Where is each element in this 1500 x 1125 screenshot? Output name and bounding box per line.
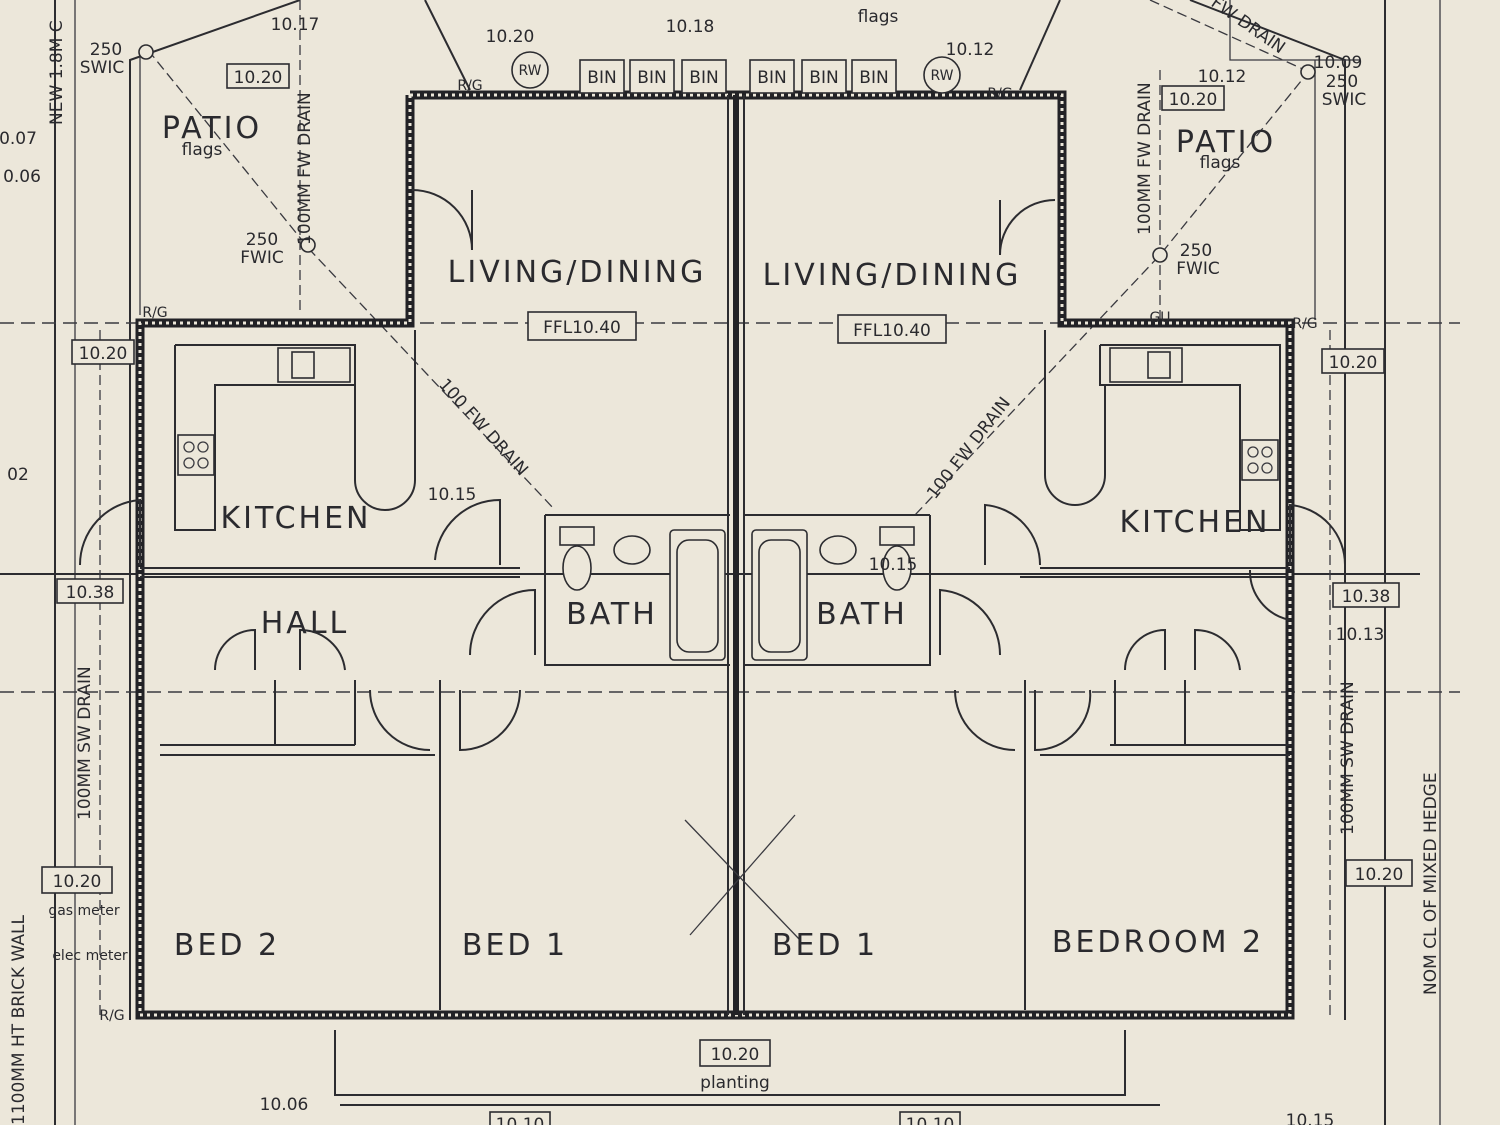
door-swings (78, 189, 1347, 752)
flags-label-top: flags (858, 7, 899, 27)
rainwater-gully-label: R/G (99, 1008, 124, 1024)
boundary-label: 1100MM HT BRICK WALL (9, 915, 29, 1125)
chamber-type: FWIC (240, 248, 283, 268)
bath-fittings (559, 526, 915, 661)
level-box: 10.20 (79, 344, 128, 364)
patio-label-left: PATIO (162, 111, 262, 146)
room-label-living-right: LIVING/DINING (763, 258, 1022, 293)
spot-level: 10.12 (1198, 67, 1247, 87)
drain-label: 100MM FW DRAIN (295, 92, 315, 245)
drain-label: FW DRAIN (1207, 0, 1289, 58)
room-label-hall: HALL (261, 606, 350, 641)
cross-mark (684, 814, 801, 941)
chamber-size: 250 (246, 230, 278, 250)
level-box: 10.38 (1342, 587, 1391, 607)
floor-level-right: FFL10.40 (853, 321, 931, 341)
inspection-chambers (138, 44, 1316, 263)
bin-label: BIN (757, 68, 786, 88)
gully-label: GU (1149, 310, 1170, 326)
drain-label: 100 FW DRAIN (434, 375, 531, 480)
bin-label: BIN (637, 68, 666, 88)
spot-levels: 10.17 10.20 10.18 10.12 10.12 10.09 10.1… (0, 15, 1384, 1125)
chamber-labels: 250 SWIC 250 FWIC 250 FWIC 250 SWIC R/G … (48, 40, 1366, 1024)
spot-level: 10.20 (486, 27, 535, 47)
rainwater-gully-label: R/G (987, 86, 1012, 102)
level-box: 10.20 (711, 1045, 760, 1065)
planting-label: planting (700, 1073, 770, 1093)
rainwater-gully-label: R/G (142, 305, 167, 321)
level-box: 10.20 (1355, 865, 1404, 885)
level-box: 10.20 (234, 68, 283, 88)
chamber-size: 250 (1180, 241, 1212, 261)
drain-label: 100MM SW DRAIN (75, 666, 95, 820)
patio-labels: PATIO flags PATIO flags flags (162, 7, 1276, 173)
rainwater-gully-label: R/G (1292, 316, 1317, 332)
chamber-type: FWIC (1176, 259, 1219, 279)
room-label-bath-right: BATH (816, 597, 908, 632)
level-box: 10.20 (53, 872, 102, 892)
level-box: 10.20 (1169, 90, 1218, 110)
spot-level: 10.15 (1286, 1111, 1335, 1125)
spot-level: 10.15 (428, 485, 477, 505)
drain-label: 100 FW DRAIN (923, 394, 1015, 504)
bin-label: BIN (587, 68, 616, 88)
rainwater-butt-label: RW (930, 68, 953, 84)
flags-label-left: flags (182, 140, 223, 160)
spot-level: 10.09 (1314, 53, 1363, 73)
kitchen-fittings (174, 330, 1281, 531)
level-box: 10.38 (66, 583, 115, 603)
spot-level: 10.13 (1336, 625, 1385, 645)
spot-level: 0.06 (3, 167, 41, 187)
rainwater-gully-label: R/G (457, 78, 482, 94)
room-label-bed1-left: BED 1 (462, 928, 568, 963)
room-label-bed1-right: BED 1 (772, 928, 878, 963)
elec-meter-label: elec meter (52, 948, 128, 964)
spot-level: 02 (7, 465, 29, 485)
spot-level: 10.06 (260, 1095, 309, 1115)
building-walls (135, 90, 1295, 1020)
patio-label-right: PATIO (1176, 125, 1276, 160)
chamber-size: 250 (90, 40, 122, 60)
room-labels: LIVING/DINING LIVING/DINING FFL10.40 FFL… (174, 255, 1271, 963)
room-label-bed2-left: BED 2 (174, 928, 280, 963)
flags-label-right: flags (1200, 153, 1241, 173)
room-label-bedroom2-right: BEDROOM 2 (1052, 925, 1264, 960)
room-label-bath-left: BATH (566, 597, 658, 632)
bin-label: BIN (859, 68, 888, 88)
boundary-label: NOM CL OF MIXED HEDGE (1421, 772, 1441, 995)
spot-level: 10.12 (946, 40, 995, 60)
floor-level-left: FFL10.40 (543, 318, 621, 338)
bin-label: BIN (809, 68, 838, 88)
spot-level: 10.18 (666, 17, 715, 37)
room-label-kitchen-right: KITCHEN (1120, 505, 1271, 540)
spot-level: 10.10 (906, 1115, 955, 1125)
chamber-type: SWIC (1322, 90, 1366, 110)
bin-label: BIN (689, 68, 718, 88)
gas-meter-label: gas meter (48, 903, 120, 919)
chamber-type: SWIC (80, 58, 124, 78)
level-box: 10.20 (1329, 353, 1378, 373)
room-label-living-left: LIVING/DINING (448, 255, 707, 290)
rainwater-butt-label: RW (518, 63, 541, 79)
chamber-size: 250 (1326, 72, 1358, 92)
interior-walls (140, 514, 1290, 1010)
spot-level: 10.15 (869, 555, 918, 575)
spot-level: 0.07 (0, 129, 37, 149)
drain-label: 100MM SW DRAIN (1338, 681, 1358, 835)
level-boxes: 10.20 10.20 10.20 10.20 10.38 10.38 10.2… (41, 63, 1413, 1067)
drain-label: 100MM FW DRAIN (1135, 82, 1155, 235)
bin-store: BIN BIN BIN BIN BIN BIN RW RW (511, 51, 961, 94)
boundary-label: NEW 1.8M C (47, 20, 67, 125)
spot-level: 10.17 (271, 15, 320, 35)
spot-level: 10.10 (496, 1115, 545, 1125)
room-label-kitchen-left: KITCHEN (221, 501, 372, 536)
